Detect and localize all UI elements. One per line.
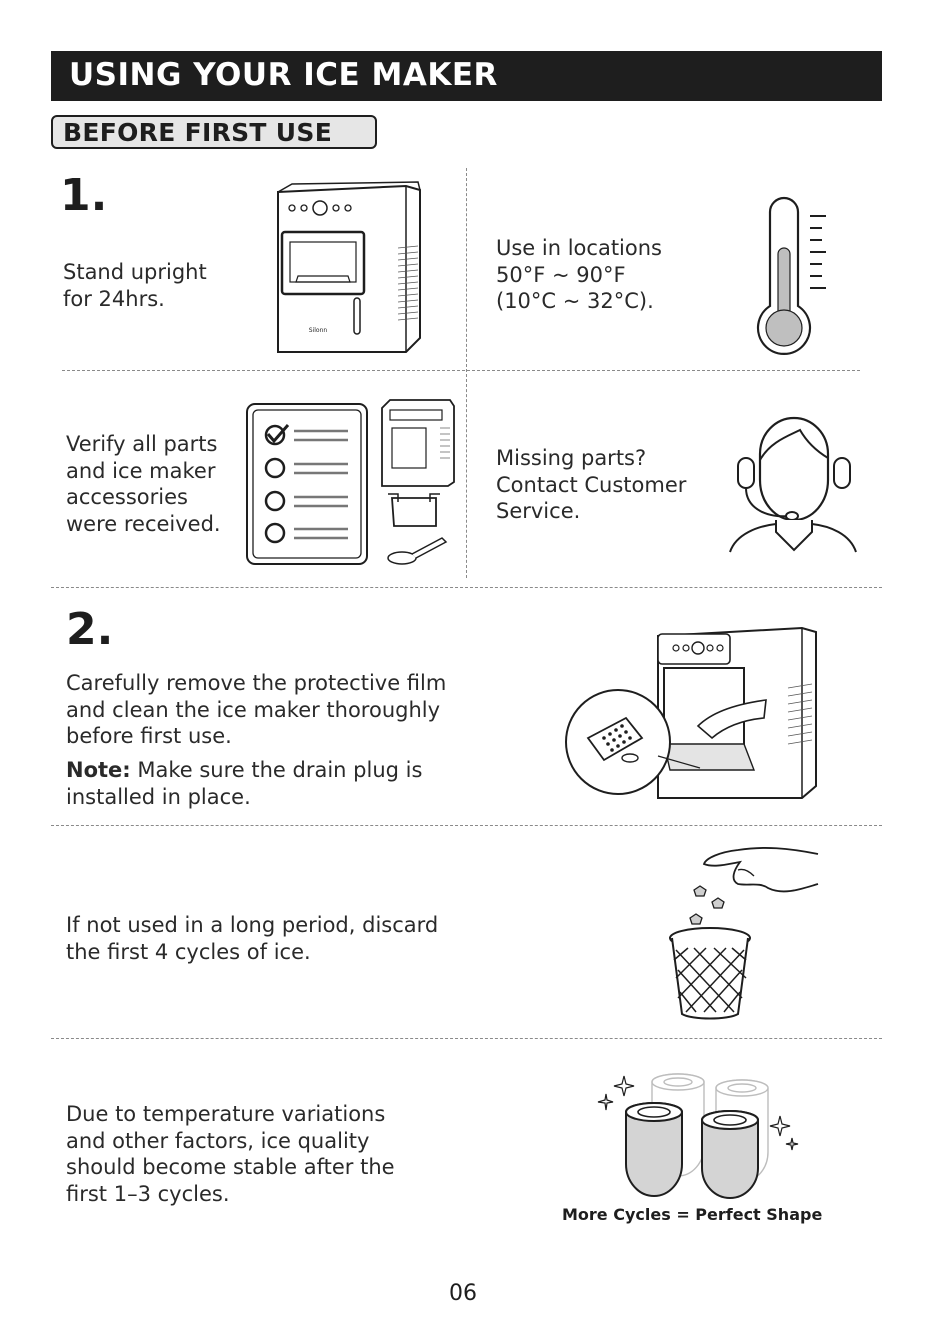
- note-text: Note: Make sure the drain plug is instal…: [66, 758, 423, 809]
- divider-4: [51, 1038, 882, 1039]
- location-text: Use in locations 50°F ~ 90°F (10°C ~ 32°…: [496, 236, 662, 313]
- vertical-divider: [466, 168, 467, 578]
- section-title: USING YOUR ICE MAKER: [69, 57, 498, 93]
- divider-3: [51, 825, 882, 826]
- stand-upright-text: Stand upright for 24hrs.: [63, 260, 207, 311]
- discard-ice-text: If not used in a long period, discard th…: [66, 913, 439, 964]
- section-banner: USING YOUR ICE MAKER: [51, 51, 882, 101]
- subsection-title: BEFORE FIRST USE: [63, 118, 333, 147]
- brand-mark: Silonn: [309, 327, 328, 334]
- verify-parts-text: Verify all parts and ice maker accessori…: [66, 432, 221, 536]
- checklist-icon: [246, 403, 368, 565]
- page-number: 06: [449, 1281, 477, 1306]
- ice-shape-caption: More Cycles = Perfect Shape: [562, 1205, 823, 1224]
- customer-service-icon: [729, 416, 857, 553]
- divider-2: [51, 587, 882, 588]
- remove-film-text: Carefully remove the protective film and…: [66, 671, 447, 748]
- divider-1: [62, 370, 860, 371]
- accessories-icon: [381, 399, 455, 565]
- ice-maker-icon: Silonn: [277, 181, 421, 353]
- ice-quality-text: Due to temperature variations and other …: [66, 1102, 395, 1206]
- ice-cubes-icon: [597, 1073, 799, 1199]
- step-2-number: 2.: [66, 604, 114, 655]
- note-label: Note:: [66, 758, 131, 782]
- thermometer-icon: [756, 196, 826, 356]
- subsection-tag: BEFORE FIRST USE: [51, 115, 377, 149]
- step-1-number: 1.: [60, 170, 108, 221]
- cleaning-icon: [565, 626, 817, 799]
- discard-ice-icon: [669, 847, 819, 1020]
- missing-parts-text: Missing parts? Contact Customer Service.: [496, 446, 687, 523]
